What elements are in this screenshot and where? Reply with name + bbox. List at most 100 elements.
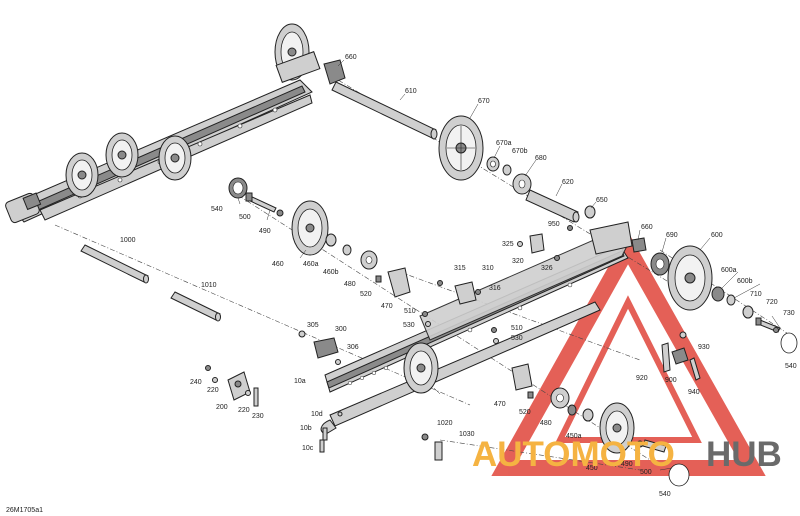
bracket-660-right [631, 237, 647, 253]
label-500-low: 500 [640, 469, 652, 476]
label-325: 325 [502, 241, 514, 248]
label-520-mid: 520 [360, 291, 372, 298]
label-480-mid: 480 [344, 281, 356, 288]
label-540-left: 540 [211, 206, 223, 213]
nut-1020 [421, 433, 429, 441]
bolt-500-low [642, 439, 667, 453]
washer-480-low [550, 387, 570, 409]
label-315: 315 [454, 265, 466, 272]
spacer-600a [711, 286, 725, 302]
washer-530-b [493, 338, 499, 344]
label-500-left: 500 [239, 214, 251, 221]
label-450a: 450a [566, 433, 582, 440]
bracket-200 [227, 371, 251, 401]
washer-540-left [228, 177, 248, 199]
bolt-520-low [527, 391, 534, 399]
label-310: 310 [482, 265, 494, 272]
nut-490-left [276, 209, 284, 217]
bolt-315 [437, 280, 443, 286]
label-305: 305 [307, 322, 319, 329]
label-510-a: 510 [404, 308, 416, 315]
block-320 [529, 233, 545, 254]
label-220-b: 220 [238, 407, 250, 414]
wheel-600 [667, 245, 713, 311]
wheel-450 [599, 402, 635, 454]
cross-shaft-610 [331, 81, 438, 140]
shaft-620 [525, 189, 580, 223]
pin-940 [689, 357, 701, 381]
bolt-930 [679, 331, 687, 339]
washer-220-a [212, 377, 218, 383]
label-660-top: 660 [345, 54, 357, 61]
label-610: 610 [405, 88, 417, 95]
label-930: 930 [698, 344, 710, 351]
label-230: 230 [252, 413, 264, 420]
wheel-460 [291, 200, 329, 256]
left-slide-rail [5, 79, 313, 224]
washer-680 [512, 173, 532, 195]
label-10a: 10a [294, 378, 306, 385]
bolt-950 [567, 225, 573, 231]
label-680: 680 [535, 155, 547, 162]
bolt-510-b [491, 327, 497, 333]
washer-220-b [245, 390, 251, 396]
right-rail-holes [347, 282, 573, 386]
spacer-460a [325, 233, 337, 247]
bolt-240 [205, 365, 211, 371]
washer-530-a [425, 321, 431, 327]
label-600a: 600a [721, 267, 737, 274]
label-470-mid: 470 [381, 303, 393, 310]
label-320: 320 [512, 258, 524, 265]
label-720: 720 [766, 299, 778, 306]
right-slide-rail [320, 221, 633, 435]
label-670a: 670a [496, 140, 512, 147]
label-240: 240 [190, 379, 202, 386]
bolt-10c [319, 439, 325, 453]
label-220-a: 220 [207, 387, 219, 394]
left-rail-wheel-3 [158, 135, 192, 181]
bolt-520-mid [375, 275, 382, 283]
washer-650 [584, 205, 596, 219]
label-316: 316 [489, 285, 501, 292]
cap-540-right [780, 332, 798, 354]
label-460b: 460b [323, 269, 339, 276]
label-950: 950 [548, 221, 560, 228]
label-470-low: 470 [494, 401, 506, 408]
label-620: 620 [562, 179, 574, 186]
watermark-text-hub: HUB [706, 435, 782, 474]
label-460a: 460a [303, 261, 319, 268]
nut-490-low [636, 440, 644, 448]
label-600: 600 [711, 232, 723, 239]
label-730: 730 [783, 310, 795, 317]
label-940: 940 [688, 389, 700, 396]
rod-1000 [80, 244, 149, 284]
label-480-low: 480 [540, 420, 552, 427]
left-rail-top-wheel [274, 23, 321, 83]
label-540-low: 540 [659, 491, 671, 498]
part-labels: 660 610 670 670a 670b 680 620 650 950 66… [120, 54, 797, 498]
label-690: 690 [666, 232, 678, 239]
label-10d: 10d [311, 411, 323, 418]
label-306: 306 [347, 344, 359, 351]
label-670b: 670b [512, 148, 528, 155]
label-530-b: 530 [511, 335, 523, 342]
washer-690 [650, 252, 670, 276]
bracket-470-mid [387, 267, 411, 298]
left-rail-wheel-1 [65, 152, 99, 198]
bolt-10b [322, 427, 328, 441]
label-490-low: 490 [621, 461, 633, 468]
bolt-510-a [422, 311, 428, 317]
pin-920 [661, 342, 671, 373]
label-670: 670 [478, 98, 490, 105]
left-rail-wheel-2 [105, 132, 139, 178]
label-200: 200 [216, 404, 228, 411]
label-530-a: 530 [403, 322, 415, 329]
label-710: 710 [750, 291, 762, 298]
washer-480-mid [360, 250, 378, 270]
label-600b: 600b [737, 278, 753, 285]
spacer-450b [582, 408, 594, 422]
label-900: 900 [665, 377, 677, 384]
label-1030: 1030 [459, 431, 475, 438]
label-490-left: 490 [259, 228, 271, 235]
